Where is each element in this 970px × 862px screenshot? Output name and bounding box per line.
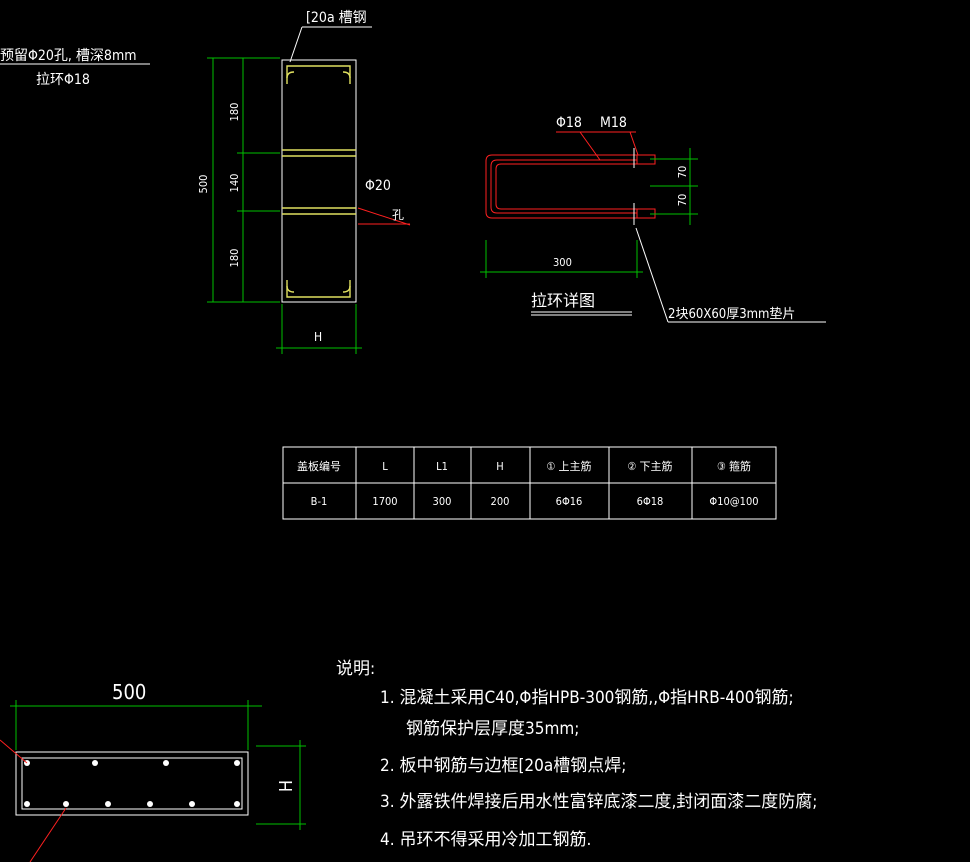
table-header-l: L xyxy=(382,460,388,473)
table-cell-id: B-1 xyxy=(311,495,328,508)
pull-ring-label: 拉环Φ18 xyxy=(36,72,90,88)
table-header-top-bar: ① 上主筋 xyxy=(546,459,591,473)
section-leader-bottom xyxy=(29,807,67,862)
top-channel-hook-right xyxy=(342,71,351,79)
notes-block: 说明: 1. 混凝土采用C40,Φ指HPB-300钢筋,,Φ指HRB-400钢筋… xyxy=(336,659,817,850)
dim-180-bottom: 180 xyxy=(228,249,241,268)
dim-h-label: H xyxy=(314,330,322,344)
pull-ring-detail: Φ18 M18 70 70 300 拉环详图 2块60X60厚3mm垫片 xyxy=(480,115,826,323)
channel-leader xyxy=(289,26,303,63)
ring-inner xyxy=(495,163,637,210)
table-cell-stirrup: Φ10@100 xyxy=(709,495,758,508)
bottom-bar-1 xyxy=(24,801,30,807)
reserved-hole-label: 预留Φ20孔, 槽深8mm xyxy=(0,48,137,64)
notes-title: 说明: xyxy=(336,659,375,679)
phi20-leader xyxy=(357,207,411,226)
bottom-bar-3 xyxy=(105,801,111,807)
bottom-bar-6 xyxy=(234,801,240,807)
bottom-channel-hook-right xyxy=(342,285,351,293)
dim-300-label: 300 xyxy=(553,256,572,269)
bottom-bar-2 xyxy=(63,801,69,807)
dim-70-b: 70 xyxy=(676,194,689,207)
phi18-label: Φ18 xyxy=(556,115,582,131)
top-channel-steel xyxy=(286,65,351,84)
dim-500h-label: 500 xyxy=(112,680,146,704)
dim-500-vertical: 500 xyxy=(197,175,210,194)
section-inner xyxy=(21,757,243,810)
note-4: 4. 吊环不得采用冷加工钢筋. xyxy=(380,830,591,850)
top-bar-2 xyxy=(92,760,98,766)
dim-hside-label: H xyxy=(276,780,297,792)
phi18-leader xyxy=(579,131,601,161)
cover-plate-table: 盖板编号 L L1 H ① 上主筋 ② 下主筋 ③ 箍筋 B-1 1700 30… xyxy=(282,446,777,520)
table-cell-top-bar: 6Φ16 xyxy=(556,495,583,508)
section-outline xyxy=(15,751,249,816)
top-channel-hook-left xyxy=(286,71,295,79)
top-bar-3 xyxy=(163,760,169,766)
table-cell-l1: 300 xyxy=(433,495,452,508)
table-cell-l: 1700 xyxy=(372,495,397,508)
channel-label: [20a 槽钢 xyxy=(306,10,367,26)
pad-leader xyxy=(635,227,669,323)
reserved-hole-note: 预留Φ20孔, 槽深8mm 拉环Φ18 xyxy=(0,48,150,88)
table-header-stirrup: ③ 箍筋 xyxy=(717,459,751,473)
table-header-bottom-bar: ② 下主筋 xyxy=(627,459,672,473)
bottom-channel-hook-left xyxy=(286,285,295,293)
ring-detail-title: 拉环详图 xyxy=(531,291,595,310)
phi20-label: Φ20 xyxy=(365,178,391,194)
ring-mid xyxy=(490,159,637,214)
section-leader-top xyxy=(0,739,28,764)
note-3: 3. 外露铁件焊接后用水性富锌底漆二度,封闭面漆二度防腐; xyxy=(380,792,817,812)
plate-cross-section: 500 H xyxy=(0,680,306,862)
dim-140: 140 xyxy=(228,174,241,193)
top-bar-4 xyxy=(234,760,240,766)
bottom-channel-steel xyxy=(286,280,351,298)
channel-outline xyxy=(281,59,357,303)
ring-outer xyxy=(485,154,637,219)
table-header-h: H xyxy=(496,460,503,473)
table-header-l1: L1 xyxy=(436,460,448,473)
hole-label: 孔 xyxy=(392,208,404,222)
dim-180-top: 180 xyxy=(228,103,241,122)
note-2: 2. 板中钢筋与边框[20a槽钢点焊; xyxy=(380,756,626,776)
note-1-cont: 钢筋保护层厚度35mm; xyxy=(406,719,579,739)
channel-section-view: [20a 槽钢 Φ20 孔 180 140 180 500 H xyxy=(197,10,411,354)
bottom-bar-5 xyxy=(189,801,195,807)
m18-label: M18 xyxy=(600,115,627,131)
table-cell-h: 200 xyxy=(491,495,510,508)
dim-70-a: 70 xyxy=(676,166,689,179)
table-header-id: 盖板编号 xyxy=(297,459,341,473)
m18-leader xyxy=(629,131,639,156)
note-1: 1. 混凝土采用C40,Φ指HPB-300钢筋,,Φ指HRB-400钢筋; xyxy=(380,688,794,708)
pad-label: 2块60X60厚3mm垫片 xyxy=(668,306,795,322)
bottom-bar-4 xyxy=(147,801,153,807)
table-cell-bottom-bar: 6Φ18 xyxy=(637,495,664,508)
